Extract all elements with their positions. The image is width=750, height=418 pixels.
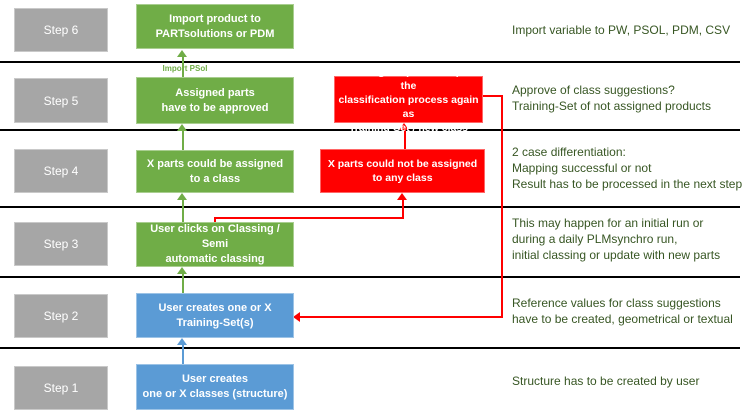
note-line: during a daily PLMsynchro run, (512, 232, 678, 246)
arrow-step5-to-step6-head (177, 50, 187, 57)
arrow-step2-to-step3-head (177, 267, 187, 274)
arrow-step4-to-step5-head (177, 124, 187, 131)
note-step-3: This may happen for an initial run or du… (512, 215, 720, 263)
note-line: initial classing or update with new part… (512, 248, 721, 262)
process-box-line: to a class (189, 172, 241, 185)
step-6-process-box: Import product to PARTsolutions or PDM (136, 4, 294, 49)
arrow-step2-to-step3-line (182, 273, 184, 293)
red-box-line: to any class (372, 172, 433, 184)
separator-line (0, 129, 740, 131)
arrow-step3-to-step4-line (182, 199, 184, 222)
arrow-step3-to-step4-head (177, 193, 187, 200)
red-connector-feedback-bottom (300, 316, 503, 318)
red-box-line: Training-Set / new class (348, 121, 469, 134)
step-3-label-box: Step 3 (14, 222, 108, 266)
note-line: Result has to be processed in the next s… (512, 177, 743, 191)
note-line: Reference values for class suggestions (512, 296, 721, 310)
step-label: Step 6 (43, 23, 79, 37)
red-connector-feedback-vertical (501, 95, 503, 318)
process-box-line: Import product to (169, 12, 261, 25)
separator-line (0, 61, 740, 63)
step-1-label-box: Step 1 (14, 366, 108, 410)
red-connector-feedback-head (293, 312, 300, 322)
step-6-label-box: Step 6 (14, 8, 108, 52)
red-connector-classing-to-notassigned-head (397, 193, 407, 200)
process-box-line: User creates (181, 373, 249, 385)
step-3-process-box: User clicks on Classing / Semi automatic… (136, 222, 294, 267)
process-box-line: one or X classes (structure) (142, 388, 288, 400)
import-psol-label: Import PSol (156, 64, 214, 74)
process-box-line: automatic classing (165, 253, 265, 265)
step-label: Step 1 (43, 381, 79, 395)
red-connector-notassigned-to-trainingset-line (404, 130, 406, 149)
step-4-label-box: Step 4 (14, 149, 108, 193)
process-box-line: have to be approved (161, 101, 269, 114)
note-line: 2 case differentiation: (512, 145, 626, 159)
note-step-5: Approve of class suggestions? Training-S… (512, 82, 711, 114)
red-box-line: Not assigned parts can pass the (337, 65, 480, 92)
red-connector-notassigned-to-trainingset-head (399, 123, 409, 130)
separator-line (0, 347, 740, 349)
step-4-red-box: X parts could not be assigned to any cla… (320, 149, 485, 193)
step-5-label-box: Step 5 (14, 78, 108, 123)
note-line: Training-Set of not assigned products (512, 99, 712, 113)
process-box-line: User clicks on Classing / Semi (150, 223, 280, 250)
step-label: Step 3 (43, 237, 79, 251)
note-line: Structure has to be created by user (512, 374, 700, 388)
note-step-1: Structure has to be created by user (512, 373, 699, 389)
note-line: Mapping successful or not (512, 161, 652, 175)
process-box-line: PARTsolutions or PDM (155, 27, 275, 40)
red-box-line: classification process again as (338, 93, 479, 120)
separator-line (0, 206, 740, 208)
arrow-step5-to-step6-line (182, 56, 184, 77)
note-step-6: Import variable to PW, PSOL, PDM, CSV (512, 22, 730, 38)
separator-line (0, 276, 740, 278)
step-5-process-box: Assigned parts have to be approved (136, 77, 294, 124)
process-box-line: Training-Set(s) (176, 316, 254, 329)
arrow-step1-to-step2-head (177, 338, 187, 345)
note-line: Import variable to PW, PSOL, PDM, CSV (512, 23, 731, 37)
process-box-line: User creates one or X (158, 301, 272, 314)
step-2-label-box: Step 2 (14, 294, 108, 338)
step-label: Step 4 (43, 164, 79, 178)
note-line: Approve of class suggestions? (512, 83, 675, 97)
process-box-line: X parts could be assigned (146, 157, 284, 170)
step-label: Step 2 (43, 309, 79, 323)
note-step-2: Reference values for class suggestions h… (512, 295, 733, 327)
red-box-line: X parts could not be assigned (327, 158, 478, 170)
process-box-line: Assigned parts (175, 86, 255, 99)
red-connector-classing-to-notassigned-stub (214, 218, 216, 223)
step-4-process-box: X parts could be assigned to a class (136, 150, 294, 193)
step-5-red-box: Not assigned parts can pass the classifi… (334, 66, 483, 134)
step-1-process-box: User creates one or X classes (structure… (136, 364, 294, 410)
red-connector-feedback-top (483, 95, 503, 97)
note-line: have to be created, geometrical or textu… (512, 312, 733, 326)
step-label: Step 5 (43, 93, 79, 108)
red-connector-classing-to-notassigned-horizontal (214, 217, 404, 219)
arrow-step4-to-step5-line (182, 130, 184, 150)
step-2-process-box: User creates one or X Training-Set(s) (136, 293, 294, 338)
note-step-4: 2 case differentiation: Mapping successf… (512, 144, 742, 192)
red-connector-classing-to-notassigned-vertical (402, 200, 404, 219)
arrow-step1-to-step2-line (182, 344, 184, 364)
note-line: This may happen for an initial run or (512, 216, 704, 230)
